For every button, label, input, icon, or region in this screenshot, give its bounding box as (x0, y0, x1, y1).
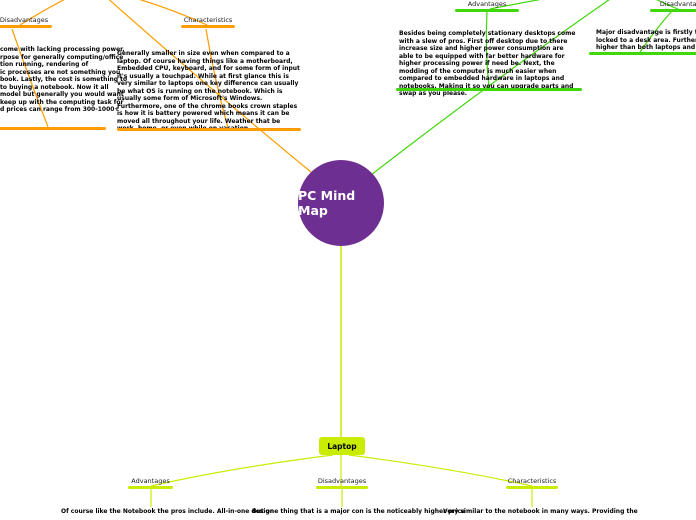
desktop-disadvantages-label[interactable]: Disadvantages (659, 0, 696, 8)
laptop-advantages-label[interactable]: Advantages (131, 477, 170, 485)
notebook-characteristics-underline (181, 25, 235, 28)
notebook-characteristics-text[interactable]: Generally smaller in size even when comp… (117, 50, 300, 132)
laptop-advantages-text[interactable]: Of course like the Notebook the pros inc… (61, 508, 274, 515)
notebook-disadvantages-label[interactable]: Disadvantages (0, 16, 49, 24)
desktop-advantages-label[interactable]: Advantages (467, 0, 507, 8)
laptop-disadvantages-text[interactable]: But one thing that is a major con is the… (252, 508, 466, 515)
notebook-disadvantages-text[interactable]: come with lacking processing power, rpos… (0, 46, 128, 113)
laptop-characteristics-text[interactable]: Very similar to the notebook in many way… (443, 508, 638, 515)
laptop-characteristics-label[interactable]: Characteristics (507, 477, 557, 485)
laptop-advantages-underline (128, 486, 173, 489)
laptop-disadvantages-underline (316, 486, 368, 489)
desktop-disadvantages-text-underline (589, 52, 696, 55)
laptop-node[interactable]: Laptop (319, 437, 365, 455)
laptop-characteristics-underline (506, 486, 558, 489)
notebook-characteristics-label[interactable]: Characteristics (183, 16, 233, 24)
center-node[interactable]: PC Mind Map (298, 160, 384, 246)
center-node-label: PC Mind Map (298, 188, 356, 218)
desktop-advantages-underline (455, 9, 519, 12)
desktop-advantages-text-underline (396, 88, 582, 91)
laptop-disadvantages-label[interactable]: Disadvantages (317, 477, 367, 485)
laptop-node-label: Laptop (327, 441, 357, 451)
desktop-advantages-text[interactable]: Besides being completely stationary desk… (399, 30, 576, 97)
notebook-disadvantages-text-underline (0, 127, 106, 130)
desktop-disadvantages-text[interactable]: Major disadvantage is firstly that is de… (596, 29, 696, 51)
notebook-disadvantages-underline (0, 25, 52, 28)
connector-laptop-advantages (150, 454, 334, 487)
notebook-characteristics-text-underline (117, 128, 301, 131)
desktop-disadvantages-underline (650, 9, 696, 12)
